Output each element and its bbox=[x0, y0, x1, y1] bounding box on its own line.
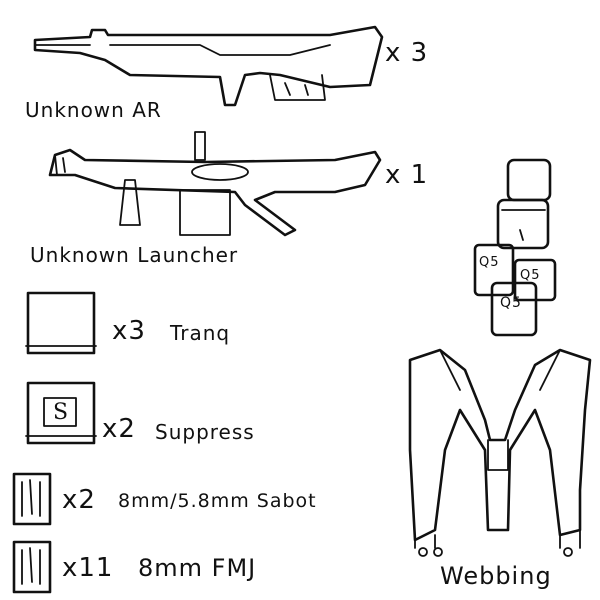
webbing-harness-icon bbox=[408, 158, 592, 557]
ar-quantity: x 3 bbox=[385, 38, 429, 68]
webbing-label: Webbing bbox=[440, 562, 552, 590]
webbing-pouch-label-1: Q5 bbox=[479, 255, 500, 270]
assault-rifle-icon bbox=[33, 25, 384, 107]
sabot-quantity: x2 bbox=[62, 485, 96, 515]
tranq-label: Tranq bbox=[170, 321, 231, 345]
fmj-quantity: x11 bbox=[62, 553, 114, 583]
suppress-label: Suppress bbox=[155, 420, 255, 444]
sabot-magazine-icon bbox=[12, 472, 52, 526]
launcher-icon bbox=[48, 131, 382, 237]
inventory-item-launcher: x 1 Unknown Launcher bbox=[20, 125, 440, 275]
tranq-ammo-box-icon bbox=[25, 291, 97, 355]
tranq-quantity: x3 bbox=[112, 316, 146, 346]
ar-label: Unknown AR bbox=[25, 98, 162, 122]
launcher-quantity: x 1 bbox=[385, 160, 429, 190]
inventory-item-tranq: x3 Tranq bbox=[20, 288, 320, 358]
suppress-quantity: x2 bbox=[102, 414, 136, 444]
inventory-item-fmj: x11 8mm FMJ bbox=[10, 538, 330, 598]
fmj-magazine-icon bbox=[12, 540, 52, 594]
inventory-item-ar: x 3 Unknown AR bbox=[20, 10, 440, 130]
inventory-item-suppress: S x2 Suppress bbox=[20, 378, 320, 448]
suppress-ammo-box-icon bbox=[25, 381, 97, 445]
webbing-pouch-label-2: Q5 bbox=[520, 268, 541, 283]
fmj-label: 8mm FMJ bbox=[138, 554, 257, 582]
inventory-item-sabot: x2 8mm/5.8mm Sabot bbox=[10, 470, 330, 530]
inventory-item-webbing: Q5 Q5 Q5 Webbing bbox=[390, 150, 600, 600]
sabot-label: 8mm/5.8mm Sabot bbox=[118, 490, 317, 512]
launcher-label: Unknown Launcher bbox=[30, 243, 239, 267]
webbing-pouch-label-3: Q5 bbox=[500, 295, 522, 311]
suppress-box-text: S bbox=[53, 400, 70, 425]
